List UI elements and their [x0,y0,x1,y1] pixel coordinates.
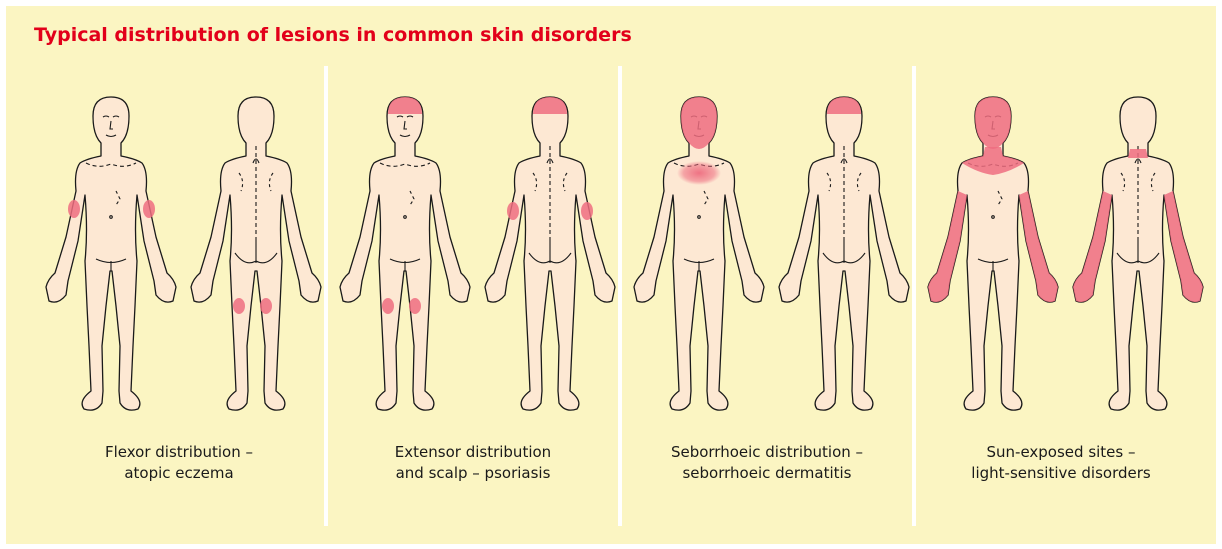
lesion-back-right-forearm-hand [1164,191,1203,302]
lesion-left-knee [382,298,394,314]
lesion-back-left-forearm-hand [1073,191,1112,302]
lesion-right-popliteal [260,298,272,314]
body-back-figure [485,97,615,410]
caption-line: seborrhoeic dermatitis [622,463,912,484]
panel-extensor: Extensor distribution and scalp – psoria… [328,91,618,511]
lesion-face [681,97,717,149]
caption-line: Seborrhoeic distribution – [622,442,912,463]
panel-caption: Seborrhoeic distribution – seborrhoeic d… [622,442,912,484]
body-back-figure [191,97,321,410]
body-front-figure [340,97,470,410]
lesion-left-antecubital [68,200,80,218]
caption-line: and scalp – psoriasis [328,463,618,484]
lesion-right-elbow [581,202,593,220]
caption-line: Flexor distribution – [34,442,324,463]
panel-caption: Extensor distribution and scalp – psoria… [328,442,618,484]
lesion-presternal [677,161,721,185]
body-front-figure [46,97,176,410]
caption-line: Extensor distribution [328,442,618,463]
lesion-left-popliteal [233,298,245,314]
figure-title: Typical distribution of lesions in commo… [34,24,632,46]
caption-line: Sun-exposed sites – [916,442,1206,463]
panel-caption: Sun-exposed sites – light-sensitive diso… [916,442,1206,484]
lesion-back-neck [1128,149,1148,158]
figure-panel: Typical distribution of lesions in commo… [6,6,1216,544]
caption-line: atopic eczema [34,463,324,484]
lesion-right-knee [409,298,421,314]
lesion-face [975,97,1011,149]
lesion-right-forearm-hand [1019,191,1058,302]
panel-flexor: Flexor distribution – atopic eczema [34,91,324,511]
lesion-right-antecubital [143,200,155,218]
panel-sun-exposed: Sun-exposed sites – light-sensitive diso… [916,91,1206,511]
body-back-figure [779,97,909,410]
lesion-left-elbow [507,202,519,220]
panel-seborrhoeic: Seborrhoeic distribution – seborrhoeic d… [622,91,912,511]
panel-caption: Flexor distribution – atopic eczema [34,442,324,484]
lesion-left-forearm-hand [928,191,967,302]
caption-line: light-sensitive disorders [916,463,1206,484]
